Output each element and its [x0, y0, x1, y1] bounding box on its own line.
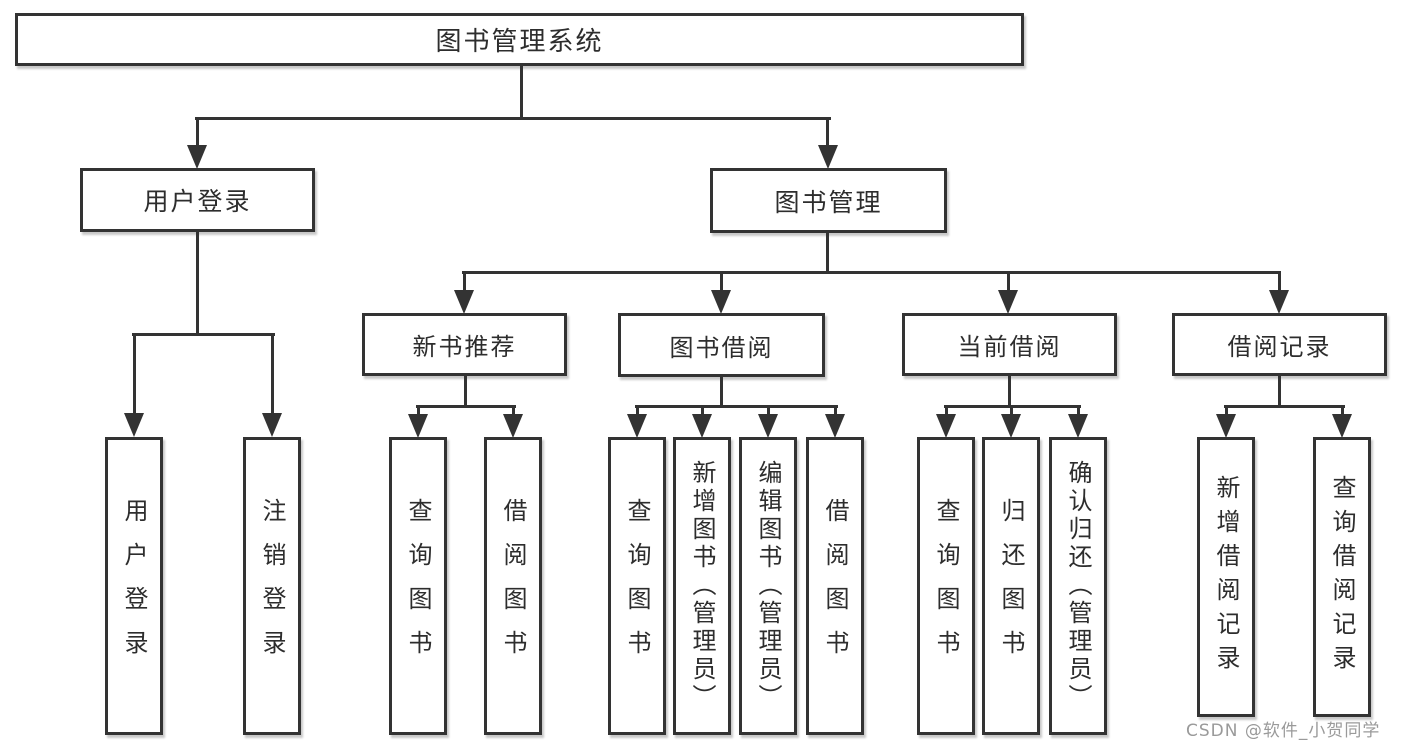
arrow-bookborrow-c2 — [692, 414, 712, 438]
leaf-query-borrow-record: 查询借阅记录 — [1313, 437, 1371, 717]
arrow-currentborrow-c2 — [1001, 414, 1021, 438]
shaft-bookborrow-c1 — [636, 405, 639, 417]
connector-group-newbook-hline — [416, 405, 516, 408]
node-new-book-recommend: 新书推荐 — [362, 313, 567, 376]
connector-borrowrecords-shaft — [1278, 271, 1281, 293]
arrow-down-leaf-login — [124, 413, 144, 437]
shaft-bookborrow-c3 — [767, 405, 770, 417]
node-library-system: 图书管理系统 — [15, 13, 1024, 66]
arrow-bookborrow-c4 — [825, 414, 845, 438]
leaf-return-books: 归还图书 — [982, 437, 1040, 735]
shaft-currentborrow-c3 — [1077, 405, 1080, 417]
connector-group-newbook-stem — [464, 376, 467, 407]
arrow-down-currentborrow — [998, 290, 1018, 314]
arrow-borrowrecords-c2 — [1332, 414, 1352, 438]
shaft-bookborrow-c2 — [701, 405, 704, 417]
leaf-logout: 注销登录 — [243, 437, 301, 735]
arrow-bookborrow-c3 — [758, 414, 778, 438]
connector-userlogin-hline — [132, 333, 275, 336]
connector-currentborrow-shaft — [1007, 271, 1010, 293]
arrow-borrowrecords-c1 — [1216, 414, 1236, 438]
connector-userlogin-stem — [196, 232, 199, 336]
connector-userlogin-shaft — [196, 117, 199, 147]
node-book-borrow: 图书借阅 — [618, 313, 825, 377]
shaft-newbook-c1 — [417, 405, 420, 417]
connector-leaf-logout-shaft — [271, 333, 274, 415]
shaft-currentborrow-c1 — [945, 405, 948, 417]
arrow-down-leaf-logout — [262, 413, 282, 437]
connector-level3-hline — [462, 271, 1281, 274]
connector-leaf-login-shaft — [133, 333, 136, 415]
leaf-confirm-return-admin: 确认归还（管理员） — [1049, 437, 1107, 735]
arrow-down-newbook — [454, 290, 474, 314]
arrow-newbook-c1 — [408, 414, 428, 438]
leaf-edit-books-admin: 编辑图书（管理员） — [739, 437, 797, 735]
connector-group-borrowrecords-stem — [1278, 376, 1281, 407]
arrow-newbook-c2 — [503, 414, 523, 438]
arrow-bookborrow-c1 — [627, 414, 647, 438]
arrow-down-bookmgmt — [818, 145, 838, 169]
shaft-newbook-c2 — [512, 405, 515, 417]
connector-bookmgmt-stem — [826, 233, 829, 274]
connector-newbook-shaft — [463, 271, 466, 293]
leaf-query-books-recommend: 查询图书 — [389, 437, 447, 735]
leaf-add-books-admin: 新增图书（管理员） — [673, 437, 731, 735]
csdn-watermark: CSDN @软件_小贺同学 — [1186, 721, 1381, 741]
connector-group-bookborrow-hline — [635, 405, 838, 408]
leaf-add-borrow-record: 新增借阅记录 — [1197, 437, 1255, 717]
connector-root-stem — [520, 64, 523, 119]
arrow-currentborrow-c1 — [936, 414, 956, 438]
leaf-user-login: 用户登录 — [105, 437, 163, 735]
node-current-borrow: 当前借阅 — [902, 313, 1117, 376]
arrow-currentborrow-c3 — [1068, 414, 1088, 438]
node-user-login: 用户登录 — [80, 168, 315, 232]
node-borrow-records: 借阅记录 — [1172, 313, 1387, 376]
leaf-query-books-current: 查询图书 — [917, 437, 975, 735]
connector-group-currentborrow-stem — [1008, 376, 1011, 407]
connector-bookborrow-shaft — [720, 271, 723, 293]
arrow-down-bookborrow — [711, 290, 731, 314]
arrow-down-borrowrecords — [1269, 290, 1289, 314]
node-book-management: 图书管理 — [710, 168, 947, 233]
leaf-borrow-books: 借阅图书 — [806, 437, 864, 735]
connector-bookmgmt-shaft — [826, 117, 829, 147]
leaf-borrow-books-recommend: 借阅图书 — [484, 437, 542, 735]
shaft-borrowrecords-c1 — [1225, 405, 1228, 417]
shaft-borrowrecords-c2 — [1341, 405, 1344, 417]
connector-group-borrowrecords-hline — [1224, 405, 1345, 408]
shaft-currentborrow-c2 — [1010, 405, 1013, 417]
connector-group-bookborrow-stem — [720, 377, 723, 407]
shaft-bookborrow-c4 — [834, 405, 837, 417]
arrow-down-userlogin — [187, 145, 207, 169]
leaf-query-books-borrow: 查询图书 — [608, 437, 666, 735]
connector-root-hline — [195, 117, 831, 120]
